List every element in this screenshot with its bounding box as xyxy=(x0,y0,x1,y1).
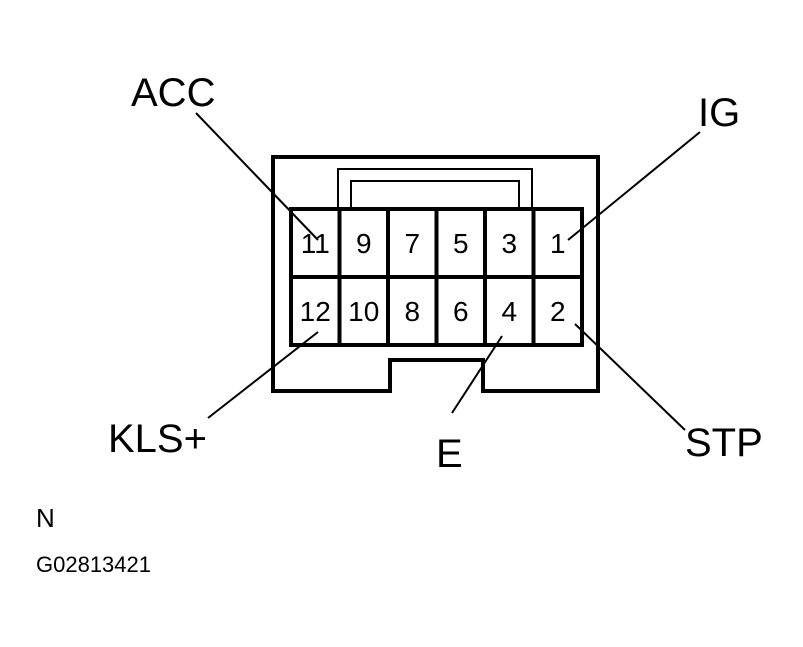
connector-latch-inner xyxy=(350,180,520,210)
leader-ig xyxy=(567,131,701,241)
figure-code: G02813421 xyxy=(36,552,151,577)
pin-label-1: 1 xyxy=(550,228,566,259)
leader-e xyxy=(451,335,503,414)
view-letter: N xyxy=(36,503,55,533)
label-stp: STP xyxy=(685,421,763,465)
pin-label-5: 5 xyxy=(453,228,469,259)
pin-label-12: 12 xyxy=(300,296,331,327)
leader-kls xyxy=(207,331,319,419)
pin-cell-2 xyxy=(531,275,584,347)
label-kls: KLS+ xyxy=(108,417,207,461)
pin-label-9: 9 xyxy=(356,228,372,259)
pin-label-3: 3 xyxy=(501,228,517,259)
connector-latch-outer xyxy=(337,168,533,210)
pin-label-10: 10 xyxy=(348,296,379,327)
pin-label-6: 6 xyxy=(453,296,469,327)
pin-label-2: 2 xyxy=(550,296,566,327)
label-ig: IG xyxy=(698,91,740,135)
leader-acc xyxy=(195,112,319,241)
leader-stp xyxy=(574,323,686,431)
pin-label-7: 7 xyxy=(404,228,420,259)
connector-housing xyxy=(271,155,600,393)
pin-grid: 11 9 7 5 3 1 12 10 8 6 4 2 xyxy=(289,207,584,347)
label-acc: ACC xyxy=(131,71,215,115)
pin-label-11: 11 xyxy=(301,228,330,259)
pin-label-4: 4 xyxy=(501,296,517,327)
pin-label-8: 8 xyxy=(404,296,420,327)
label-e: E xyxy=(436,432,463,476)
